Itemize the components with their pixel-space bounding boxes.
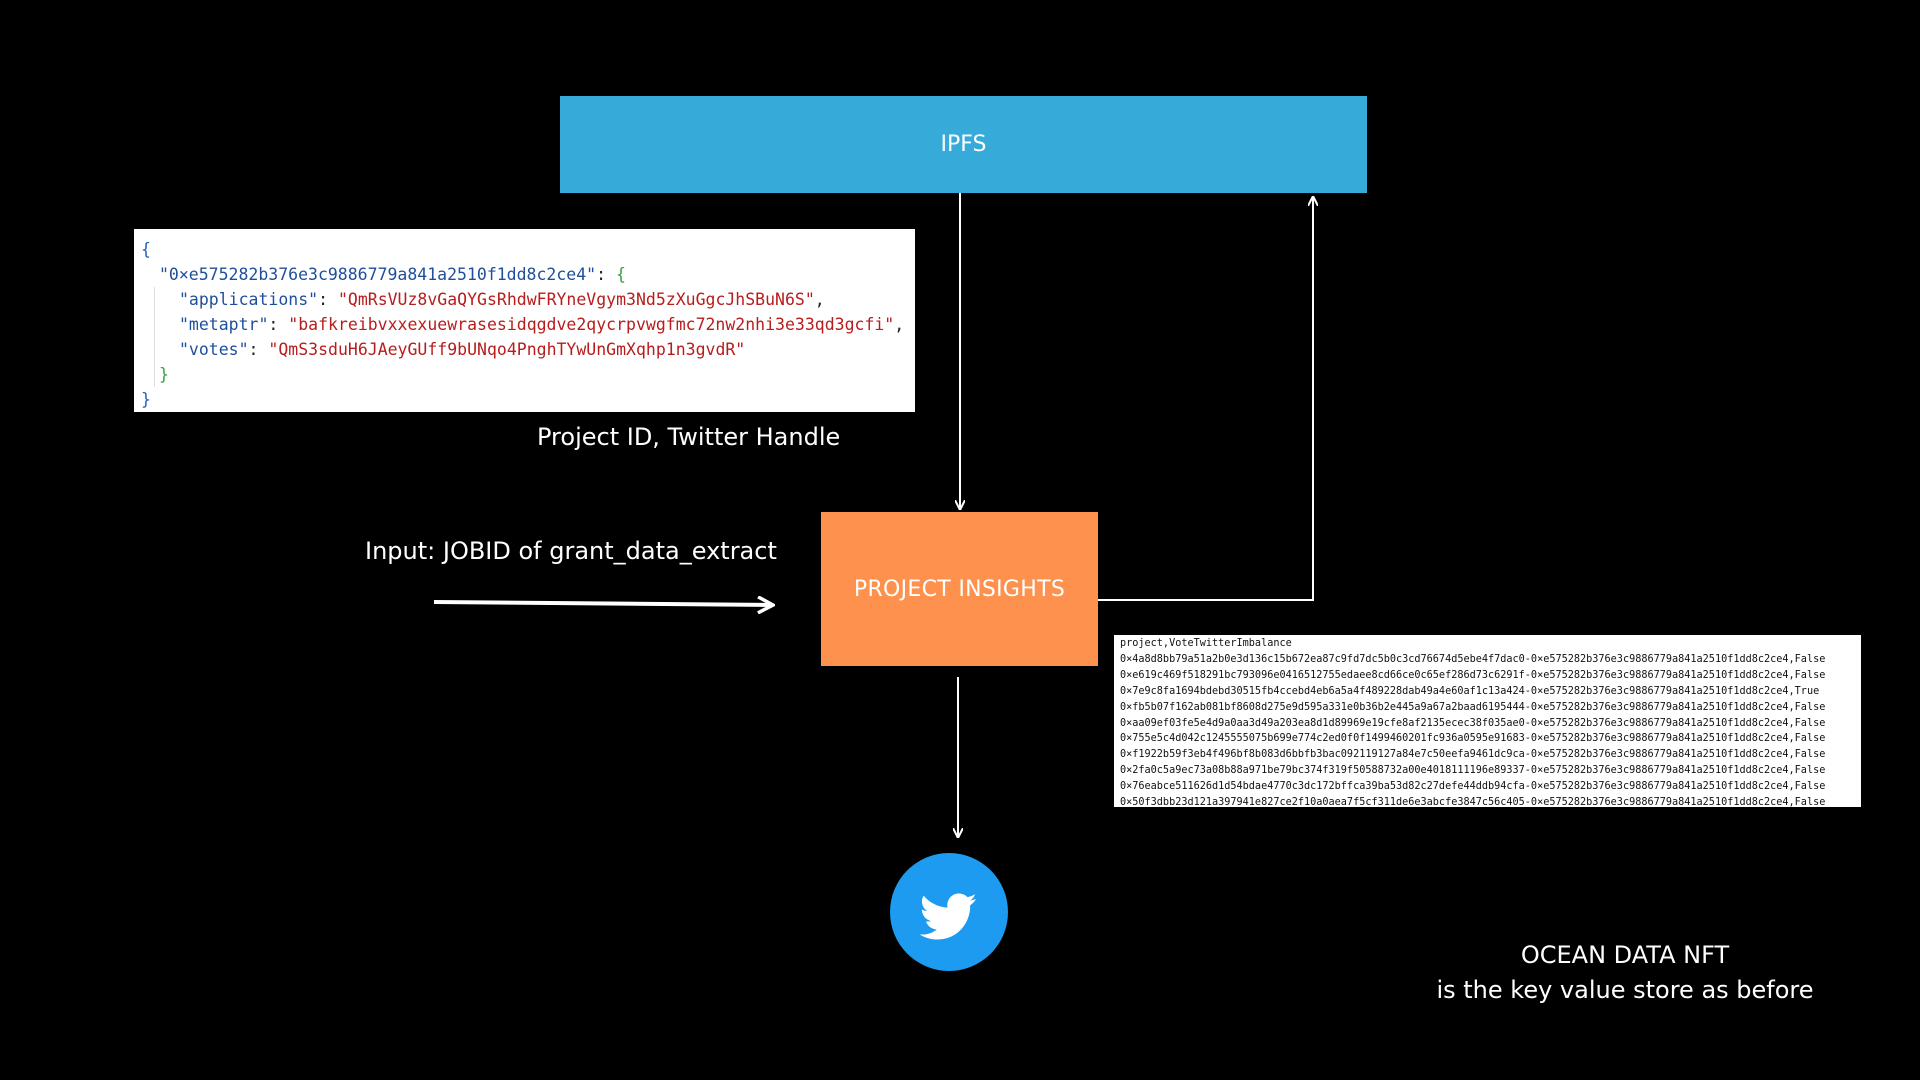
csv-row: 0×aa09ef03fe5e4d9a0aa3d49a203ea8d1d89969… <box>1120 717 1826 729</box>
ipfs-label: IPFS <box>940 132 987 157</box>
json-open-brace: { <box>141 240 151 259</box>
json-entry-value: "QmS3sduH6JAeyGUff9bUNqo4PnghTYwUnGmXqhp… <box>268 340 746 359</box>
json-entry-applications: "applications": "QmRsVUz8vGaQYGsRhdwFRYn… <box>134 287 915 312</box>
json-snippet-panel: { "0×e575282b376e3c9886779a841a2510f1dd8… <box>134 229 915 412</box>
json-line-key: "0×e575282b376e3c9886779a841a2510f1dd8c2… <box>159 265 626 284</box>
csv-row: 0×2fa0c5a9ec73a08b88a971be79bc374f319f50… <box>1120 765 1826 777</box>
project-insights-box: PROJECT INSIGHTS <box>821 512 1098 666</box>
input-jobid-label: Input: JOBID of grant_data_extract <box>365 537 777 565</box>
project-insights-label: PROJECT INSIGHTS <box>853 576 1066 602</box>
json-inner-close: } <box>159 365 169 384</box>
csv-row: 0×76eabce511626d1d54bdae4770c3dc172bffca… <box>1120 781 1826 793</box>
csv-row: 0×7e9c8fa1694bdebd30515fb4ccebd4eb6a5a4f… <box>1120 685 1820 697</box>
ipfs-box: IPFS <box>560 96 1367 193</box>
csv-row: 0×f1922b59f3eb4f496bf8b083d6bbfb3bac0921… <box>1120 749 1826 761</box>
arrow-insights-to-ipfs <box>1098 198 1313 601</box>
project-id-label: Project ID, Twitter Handle <box>537 423 841 451</box>
json-line-open: { <box>134 237 915 262</box>
ocean-caption-line2: is the key value store as before <box>1436 976 1814 1004</box>
csv-row: 0×50f3dbb23d121a397941e827ce2f10a0aea7f5… <box>1120 797 1826 807</box>
arrow-input <box>433 602 772 605</box>
json-close-brace: } <box>141 390 151 409</box>
json-inner-open: { <box>615 265 626 284</box>
json-line-close: } <box>134 387 915 412</box>
json-entry-metaptr: "metaptr": "bafkreibvxxexuewrasesidqgdve… <box>134 312 915 337</box>
csv-row: 0×755e5c4d042c1245555075b699e774c2ed0f0f… <box>1120 733 1826 745</box>
json-entry-sep: , <box>894 315 905 334</box>
json-inner-key: "0×e575282b376e3c9886779a841a2510f1dd8c2… <box>159 265 597 284</box>
json-entry-value: "QmRsVUz8vGaQYGsRhdwFRYneVgym3Nd5zXuGgcJ… <box>337 290 815 309</box>
csv-output-panel: project,VoteTwitterImbalance 0×4a8d8bb79… <box>1114 635 1861 807</box>
twitter-bird-icon <box>890 853 1008 971</box>
json-entry-votes: "votes": "QmS3sduH6JAeyGUff9bUNqo4PnghTY… <box>134 337 915 362</box>
json-entry-key: "votes" <box>179 340 249 359</box>
json-line-inner-close: } <box>134 362 915 387</box>
json-entry-sep: , <box>814 290 825 309</box>
csv-row: 0×fb5b07f162ab081bf8608d275e9d595a331e0b… <box>1120 701 1826 713</box>
json-entry-key: "applications" <box>179 290 319 309</box>
ocean-caption-line1: OCEAN DATA NFT <box>1520 941 1730 969</box>
csv-row: 0×e619c469f518291bc793096e0416512755edae… <box>1120 669 1826 681</box>
json-entry-key: "metaptr" <box>179 315 269 334</box>
csv-header: project,VoteTwitterImbalance <box>1120 638 1292 649</box>
ocean-data-nft-caption: OCEAN DATA NFT is the key value store as… <box>1390 938 1860 1008</box>
json-entry-value: "bafkreibvxxexuewrasesidqgdve2qycrpvwgfm… <box>288 315 895 334</box>
csv-row: 0×4a8d8bb79a51a2b0e3d136c15b672ea87c9fd7… <box>1120 653 1826 665</box>
